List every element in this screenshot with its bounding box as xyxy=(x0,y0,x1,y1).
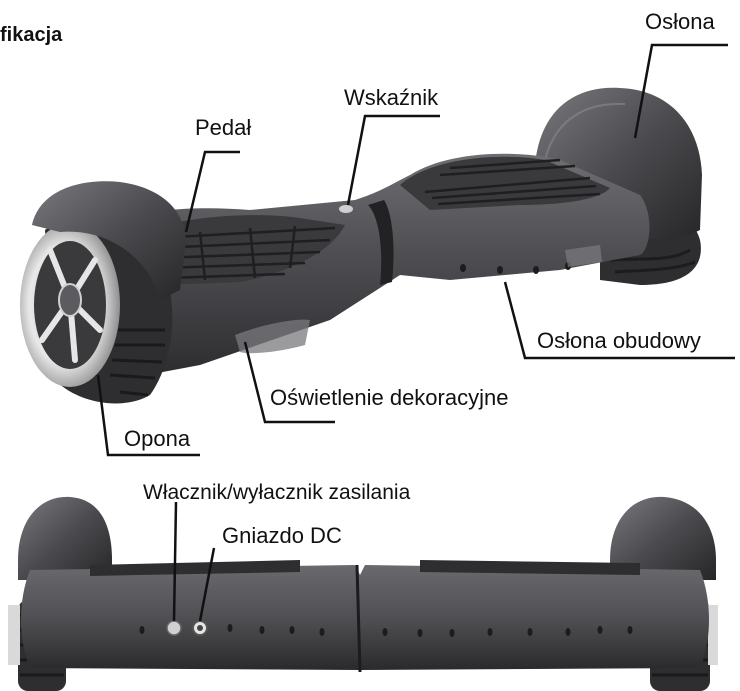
side-board-body xyxy=(21,565,709,670)
label-cover: Osłona xyxy=(645,11,715,33)
label-pedal: Pedał xyxy=(195,117,251,139)
hoverboard-side-view xyxy=(8,497,718,691)
label-tire: Opona xyxy=(124,428,190,450)
label-housing-cover: Osłona obudowy xyxy=(537,330,701,352)
label-power-switch: Włacznik/wyłacznik zasilania xyxy=(143,482,410,503)
section-heading: fikacja xyxy=(0,25,62,45)
indicator-light xyxy=(339,205,353,213)
power-switch xyxy=(167,621,181,635)
label-decorative-lighting: Oświetlenie dekoracyjne xyxy=(270,387,508,409)
front-left-rim xyxy=(20,223,120,387)
leader-light xyxy=(245,342,335,422)
label-indicator: Wskaźnik xyxy=(344,87,438,109)
label-dc-socket: Gniazdo DC xyxy=(222,525,342,547)
